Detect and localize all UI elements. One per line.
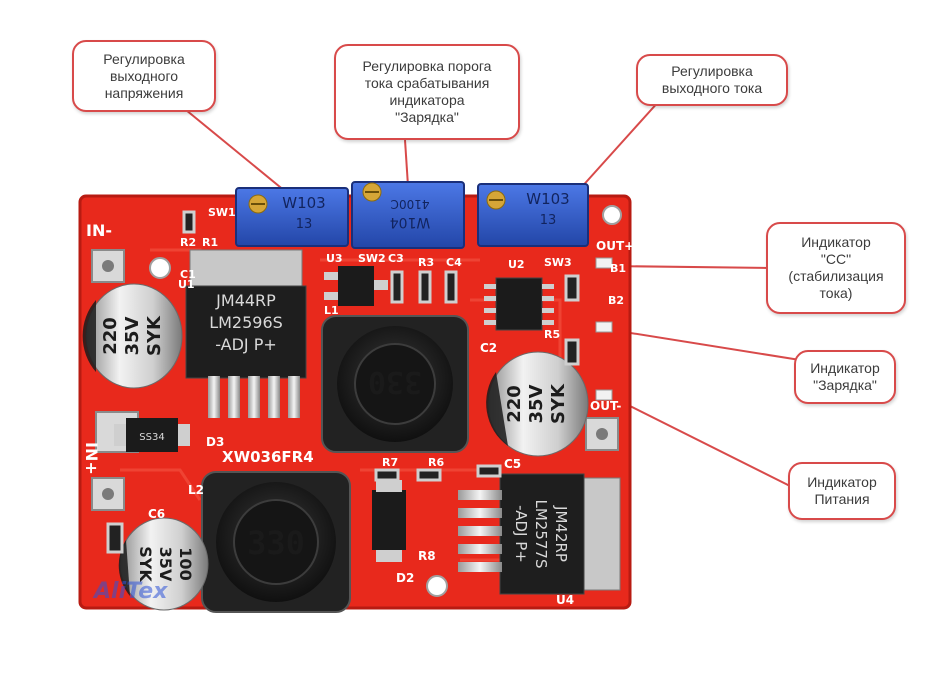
opamp-u2: [484, 277, 554, 331]
ref-r6: R6: [428, 456, 444, 469]
cap1-line3: SYK: [144, 315, 165, 356]
capacitor-c1: 220 35V SYK: [82, 283, 183, 389]
ref-d3: D3: [206, 435, 224, 449]
ref-u4: U4: [556, 593, 574, 607]
ref-r1: R1: [202, 236, 218, 249]
chip1-line3: -ADJ P+: [215, 335, 277, 354]
coil2-label: 330: [247, 524, 305, 562]
diode-label: SS34: [139, 432, 164, 443]
coil1-label: 330: [368, 364, 422, 399]
ref-c6: C6: [148, 507, 165, 521]
pot3-label: W103: [526, 190, 569, 208]
ref-d2: D2: [396, 571, 414, 585]
watermark: AliTex: [92, 579, 168, 604]
trimmer-pot-2: W104 4100C: [351, 181, 465, 249]
callout-output-voltage: Регулировка выходного напряжения: [72, 40, 216, 112]
callout-charge-threshold: Регулировка порога тока срабатывания инд…: [334, 44, 520, 140]
chip1-line2: LM2596S: [209, 313, 283, 332]
cap3-line3: SYK: [136, 546, 155, 582]
ref-r8: R8: [418, 549, 436, 563]
label-model: XW036FR4: [222, 448, 314, 466]
ref-r7: R7: [382, 456, 398, 469]
cap2-line3: SYK: [548, 383, 569, 424]
smd-resistors: [106, 210, 580, 554]
silkscreen: IN- IN+ OUT+ OUT- XW036FR4 SW1 R2 R1 U1 …: [82, 206, 634, 607]
diode-d2: [372, 480, 406, 562]
trimmer-pot-1: W103 13: [235, 187, 349, 247]
chip2-line3: -ADJ P+: [512, 505, 530, 563]
callout-cc-indicator: Индикатор "CC" (стабилизация тока): [766, 222, 906, 314]
led-indicators: [595, 257, 613, 401]
callout-power-indicator: Индикатор Питания: [788, 462, 896, 520]
inductor-l1: 330: [321, 315, 469, 453]
ref-c5: C5: [504, 457, 521, 471]
ref-r3: R3: [418, 256, 434, 269]
chip2-line1: JM42RP: [552, 505, 570, 562]
pot2-label: W104: [390, 214, 431, 230]
label-out-plus: OUT+: [596, 239, 634, 253]
ref-r5: R5: [544, 328, 560, 341]
ref-c2: C2: [480, 341, 497, 355]
callout-charging-indicator: Индикатор "Зарядка": [794, 350, 896, 404]
transistor-u3: [324, 266, 388, 306]
regulator-u4: JM42RP LM2577S -ADJ P+: [458, 473, 621, 595]
ref-l1: L1: [324, 304, 339, 317]
ref-sw2: SW2: [358, 252, 386, 265]
ref-c3: C3: [388, 252, 404, 265]
ref-u2: U2: [508, 258, 525, 271]
label-in-plus: IN+: [82, 442, 101, 475]
ref-u3: U3: [326, 252, 343, 265]
ref-c1: C1: [180, 268, 196, 281]
cap1-line2: 35V: [122, 316, 143, 355]
cap2-line2: 35V: [526, 384, 547, 423]
ref-sw1: SW1: [208, 206, 236, 219]
ref-b2: B2: [608, 294, 624, 307]
chip2-line2: LM2577S: [532, 500, 550, 569]
regulator-u1: JM44RP LM2596S -ADJ P+: [185, 249, 307, 418]
cap2-line1: 220: [504, 385, 525, 423]
capacitor-c2: 220 35V SYK: [486, 351, 589, 457]
ref-sw3: SW3: [544, 256, 572, 269]
diode-d3: SS34: [114, 418, 190, 452]
ref-b1: B1: [610, 262, 626, 275]
cap1-line1: 220: [100, 317, 121, 355]
cap3-line2: 35V: [156, 547, 175, 582]
label-in-minus: IN-: [86, 221, 112, 240]
capacitor-c6: 100 35V SYK: [118, 517, 209, 611]
pot1-sub: 13: [296, 217, 313, 232]
pot3-sub: 13: [540, 213, 557, 228]
ref-c4: C4: [446, 256, 462, 269]
cap3-line1: 100: [176, 547, 195, 580]
pot2-sub: 4100C: [391, 197, 430, 211]
ref-r2: R2: [180, 236, 196, 249]
ref-l2: L2: [188, 483, 204, 497]
ref-u1: U1: [178, 278, 195, 291]
chip1-line1: JM44RP: [215, 291, 276, 310]
callout-output-current: Регулировка выходного тока: [636, 54, 788, 106]
trimmer-pot-3: W103 13: [477, 183, 589, 247]
inductor-l2: 330: [201, 471, 351, 613]
pot1-label: W103: [282, 194, 325, 212]
label-out-minus: OUT-: [590, 399, 621, 413]
